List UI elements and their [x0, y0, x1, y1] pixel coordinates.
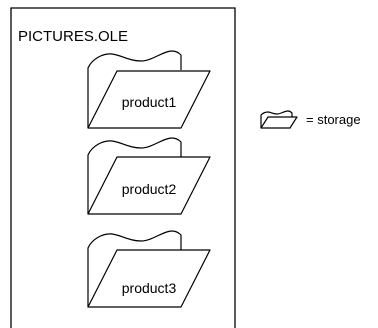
storage-label-product2: product2 [122, 181, 177, 197]
legend-text: = storage [306, 112, 361, 127]
storage-label-product1: product1 [122, 94, 177, 110]
storage-item-product3: product3 [87, 230, 211, 308]
legend: = storage [260, 110, 361, 129]
storage-item-product1: product1 [87, 50, 211, 129]
storage-label-product3: product3 [122, 280, 177, 296]
storage-folder-front [87, 156, 211, 215]
compound-file-title: PICTURES.OLE [18, 28, 128, 45]
storage-folder-front [87, 70, 211, 129]
storage-folder-icon [260, 110, 298, 129]
storage-item-product2: product2 [87, 137, 211, 215]
storage-folder-front [87, 249, 211, 308]
